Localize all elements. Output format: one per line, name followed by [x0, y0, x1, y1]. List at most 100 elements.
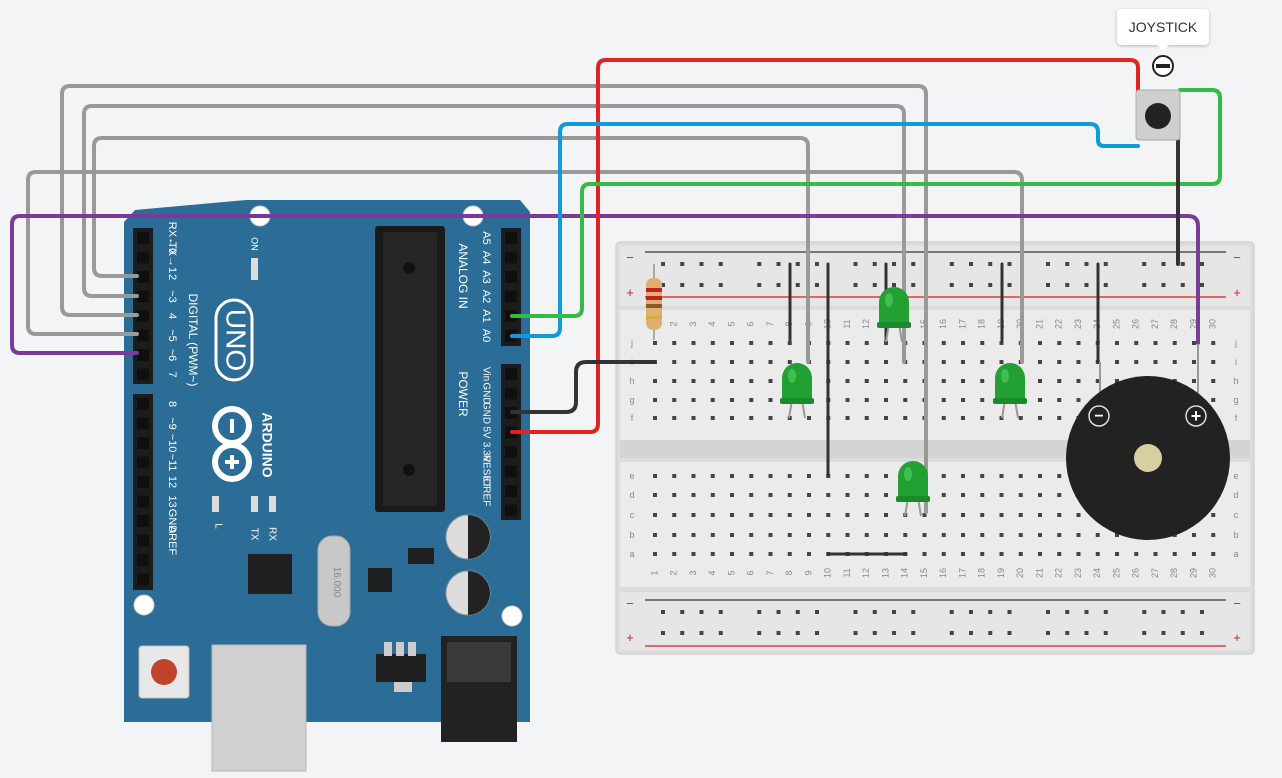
- breadboard-column-label: 23: [1073, 319, 1083, 329]
- wire-pin2-led1[interactable]: [92, 136, 810, 364]
- breadboard-column-label: 29: [1188, 319, 1198, 329]
- breadboard-row-label: a: [629, 549, 634, 559]
- breadboard-column-label: 8: [784, 570, 794, 575]
- breadboard-column-label: 5: [726, 321, 736, 326]
- breadboard[interactable]: 1122334455667788991010111112121313141415…: [615, 241, 1255, 655]
- led-green-4[interactable]: [993, 363, 1027, 419]
- breadboard-column-label: 3: [688, 321, 698, 326]
- breadboard-column-label: 12: [861, 319, 871, 329]
- wire-a0-joystick[interactable]: [510, 122, 1140, 338]
- usb-port: [211, 644, 307, 772]
- on-label: ON: [250, 237, 260, 251]
- breadboard-row-label: b: [629, 530, 634, 540]
- wire-pin5-led4[interactable]: [26, 170, 1024, 364]
- resistor[interactable]: [646, 264, 662, 340]
- wire-pin3-led2[interactable]: [82, 104, 906, 364]
- breadboard-column-label: 21: [1034, 568, 1044, 578]
- joystick-tooltip: JOYSTICK: [1117, 9, 1209, 51]
- breadboard-column-label: 16: [938, 319, 948, 329]
- breadboard-column-label: 26: [1131, 568, 1141, 578]
- breadboard-column-label: 27: [1150, 319, 1160, 329]
- breadboard-column-label: 26: [1131, 319, 1141, 329]
- digital-pin-label: GND: [166, 509, 178, 534]
- wire-5v-joystick[interactable]: [510, 58, 1140, 434]
- crystal-oscillator: [317, 535, 351, 627]
- breadboard-column-label: 28: [1169, 319, 1179, 329]
- rail-label: −: [626, 596, 634, 611]
- breadboard-row-label: j: [1234, 338, 1237, 348]
- digital-pin-label: 12: [166, 476, 178, 488]
- breadboard-column-label: 11: [842, 568, 852, 577]
- wire-a1-joystick[interactable]: [510, 88, 1222, 318]
- analog-pin-label: A5: [480, 231, 492, 244]
- breadboard-row-label: d: [1233, 490, 1238, 500]
- breadboard-column-label: 4: [707, 321, 717, 326]
- breadboard-row-label: b: [1233, 530, 1238, 540]
- analog-header-label: ANALOG IN: [456, 243, 470, 308]
- led-green-3[interactable]: [896, 461, 930, 517]
- usb-chip: [248, 554, 292, 594]
- breadboard-column-label: 12: [861, 568, 871, 578]
- power-header-label: POWER: [456, 371, 470, 417]
- breadboard-column-label: 21: [1034, 319, 1044, 329]
- breadboard-column-label: 2: [669, 570, 679, 575]
- digital-header-1: [133, 228, 153, 384]
- joystick-component[interactable]: [1135, 55, 1181, 141]
- breadboard-column-label: 30: [1208, 319, 1218, 329]
- rail-label: −: [1233, 250, 1241, 265]
- uno-label: UNO: [221, 309, 252, 371]
- led-tx: [251, 496, 258, 512]
- arduino-brand-label: ARDUINO: [259, 412, 275, 477]
- power-pin-label: GND: [480, 402, 491, 424]
- digital-pin-label: 2: [166, 274, 178, 280]
- arduino-uno-board[interactable]: 16.000 RX←0TX→12~34~5~678~9~10~111213GND…: [124, 200, 530, 772]
- breadboard-row-label: d: [629, 490, 634, 500]
- analog-pin-label: A0: [480, 329, 492, 342]
- breadboard-column-label: 17: [957, 568, 967, 578]
- led-green-2[interactable]: [877, 287, 911, 343]
- digital-pin-label: 7: [166, 371, 178, 377]
- digital-pin-label: ~9: [166, 417, 178, 430]
- wire-gnd-breadboard[interactable]: [510, 360, 656, 414]
- breadboard-column-label: 30: [1208, 568, 1218, 578]
- breadboard-row-label: a: [1233, 549, 1238, 559]
- uno-logo-frame: [214, 298, 254, 382]
- breadboard-column-label: 22: [1054, 568, 1064, 578]
- breadboard-column-label: 15: [919, 319, 929, 329]
- led-green-1[interactable]: [780, 363, 814, 419]
- breadboard-column-label: 17: [957, 319, 967, 329]
- led-rx: [269, 496, 276, 512]
- breadboard-row-label: f: [631, 413, 634, 423]
- crystal-text: 16.000: [331, 567, 342, 598]
- breadboard-row-label: e: [629, 471, 634, 481]
- digital-pin-label: 8: [166, 401, 178, 407]
- buzzer-minus-label: −: [1094, 408, 1103, 425]
- breadboard-column-label: 18: [977, 319, 987, 329]
- wire-pin6-buzzer[interactable]: [10, 214, 1200, 355]
- breadboard-column-label: 11: [842, 319, 852, 328]
- analog-pin-label: A2: [480, 290, 492, 303]
- digital-header-label: DIGITAL (PWM~): [186, 294, 200, 387]
- breadboard-column-label: 10: [823, 568, 833, 578]
- breadboard-column-label: 3: [688, 570, 698, 575]
- breadboard-column-label: 5: [726, 570, 736, 575]
- breadboard-column-label: 22: [1054, 319, 1064, 329]
- breadboard-column-label: 7: [765, 570, 775, 575]
- analog-pin-label: A4: [480, 251, 492, 264]
- piezo-buzzer[interactable]: − +: [1066, 344, 1230, 540]
- breadboard-column-label: 25: [1111, 319, 1121, 329]
- breadboard-row-label: i: [1235, 357, 1237, 367]
- analog-header: [501, 228, 521, 346]
- breadboard-column-label: 18: [977, 568, 987, 578]
- breadboard-row-label: e: [1233, 471, 1238, 481]
- breadboard-column-label: 16: [938, 568, 948, 578]
- breadboard-column-label: 29: [1188, 568, 1198, 578]
- wire-pin4-led3[interactable]: [60, 84, 928, 514]
- arduino-logo: [212, 406, 252, 482]
- breadboard-column-label: 7: [765, 321, 775, 326]
- breadboard-column-label: 14: [900, 568, 910, 578]
- rail-label: +: [626, 630, 634, 645]
- reset-icon[interactable]: [151, 659, 177, 685]
- digital-pin-label: AREF: [166, 526, 178, 556]
